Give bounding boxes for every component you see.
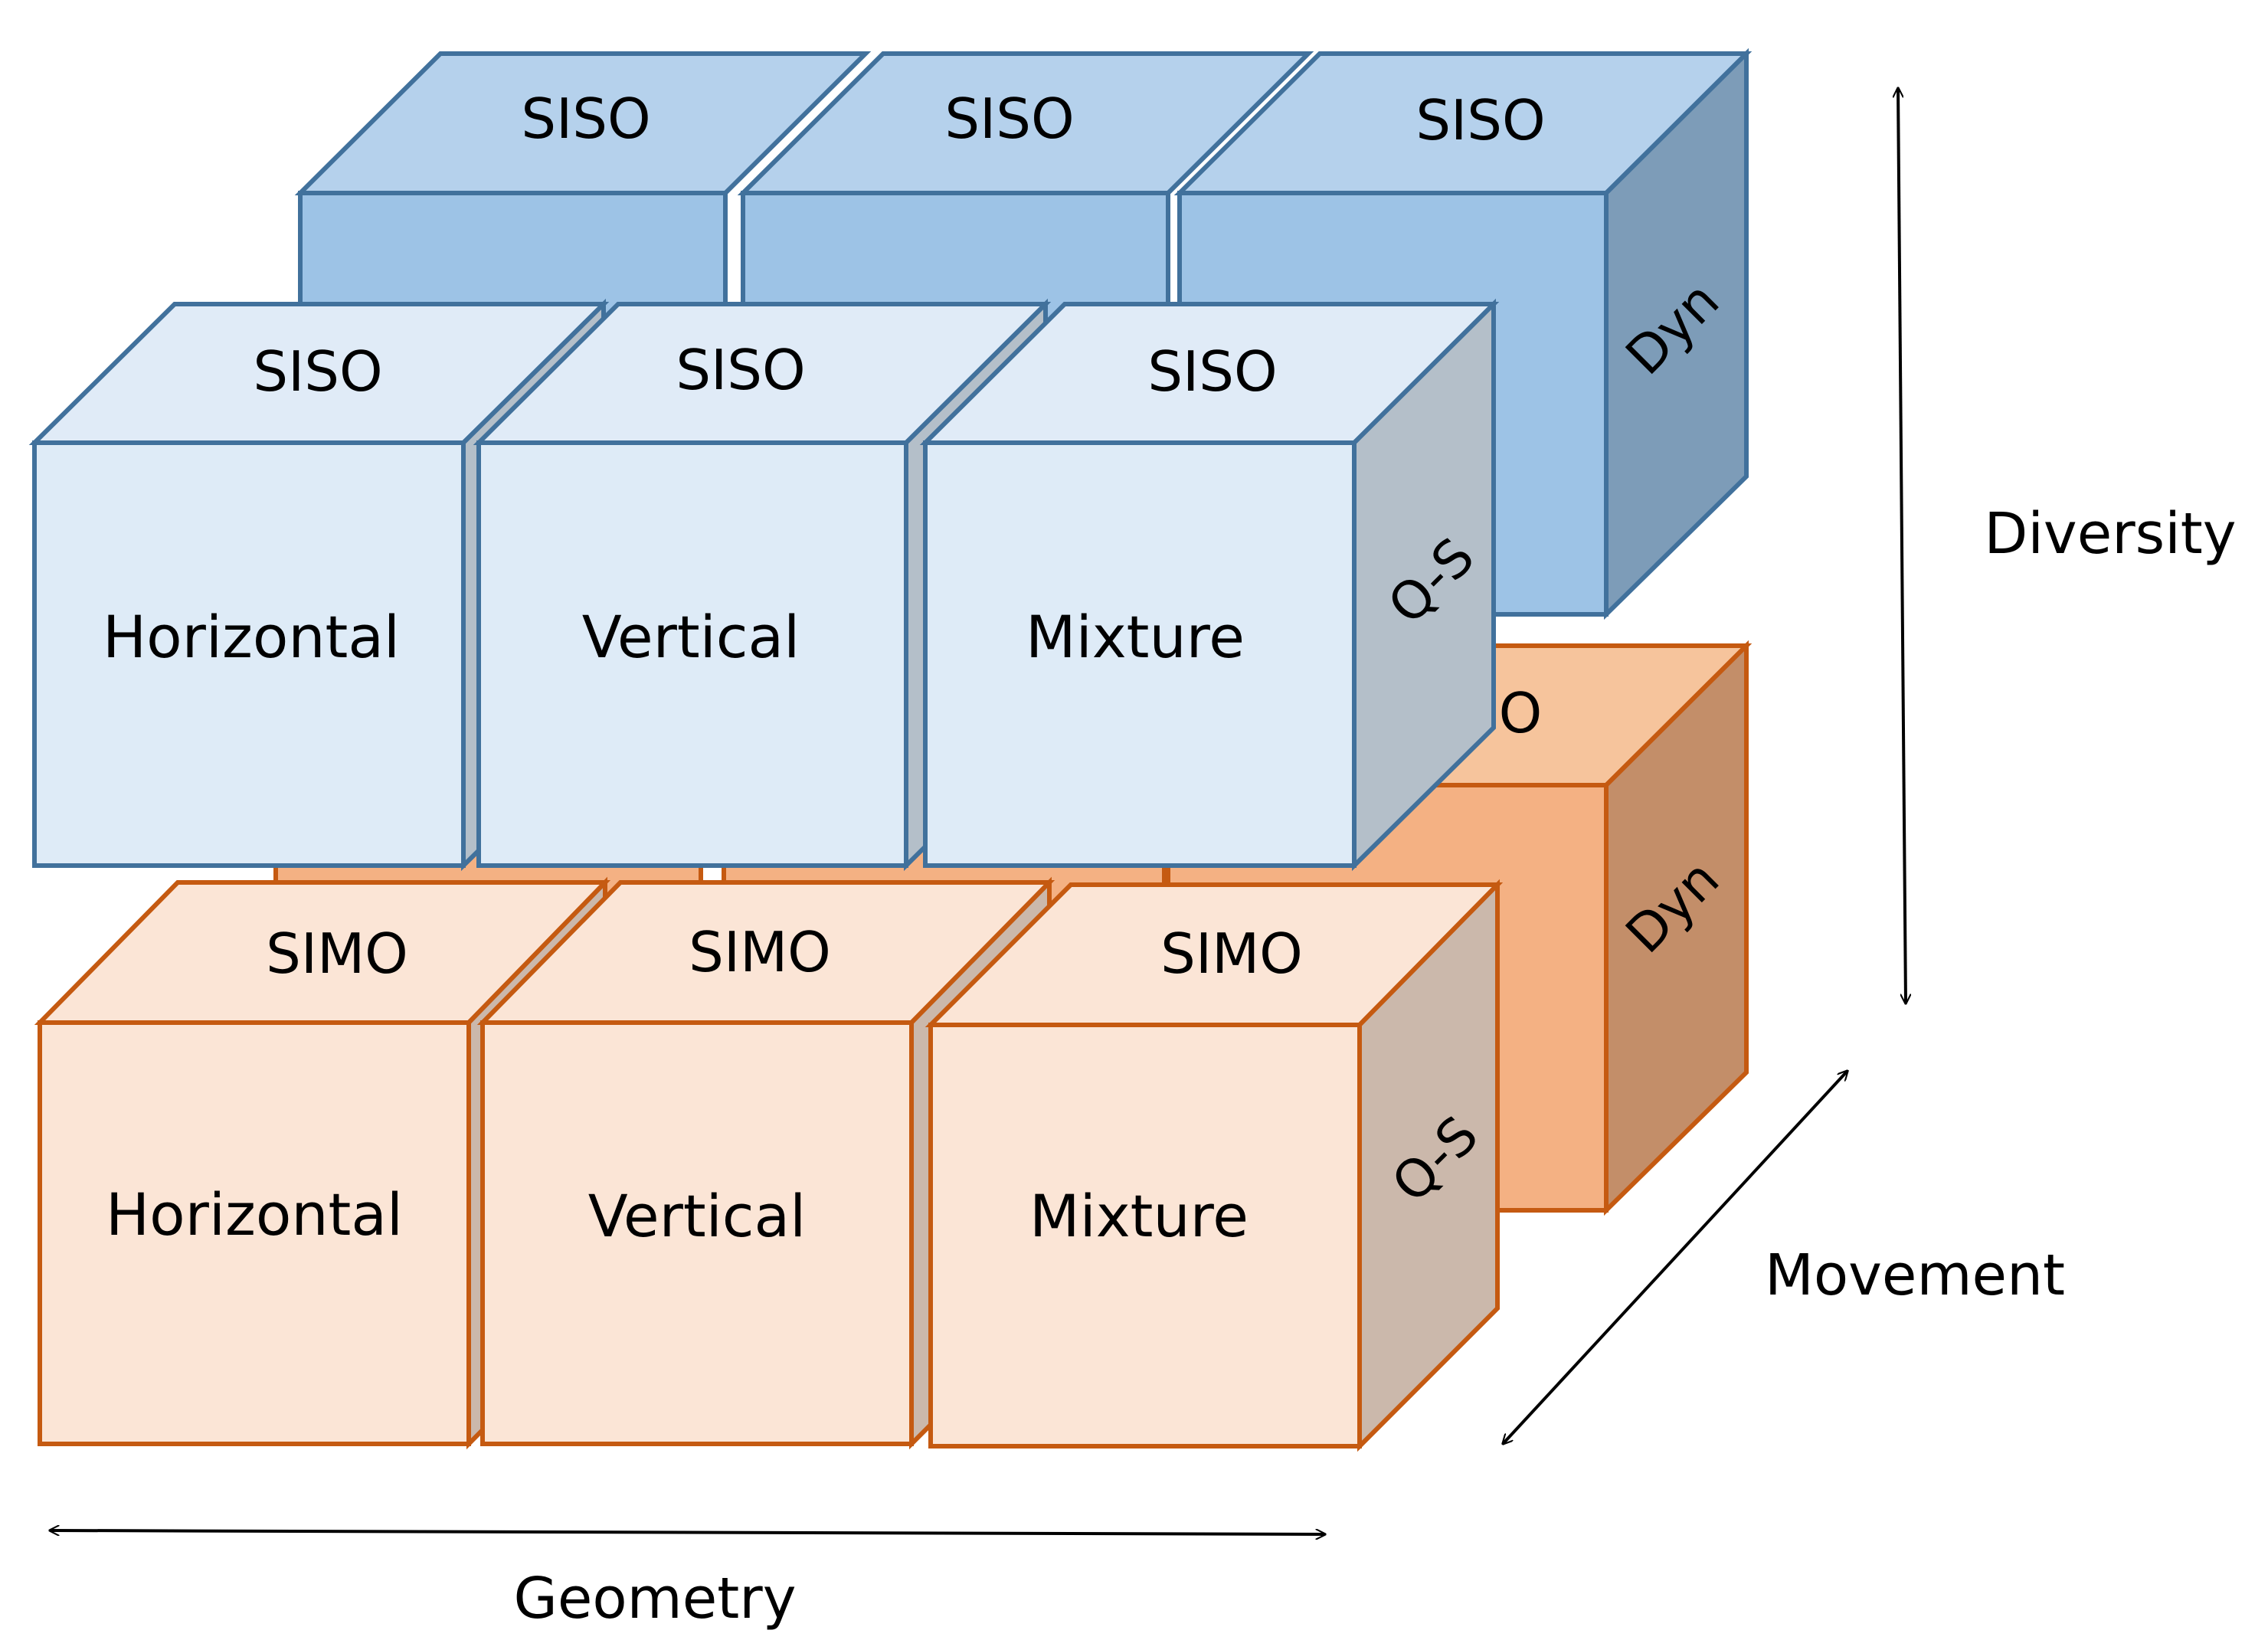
- movement-axis-arrow: [1503, 1071, 1847, 1444]
- siso-dyn-cube-2-top-label: SISO: [944, 87, 1074, 151]
- simo-qs-cube-1-geometry-label: Horizontal: [106, 1180, 403, 1249]
- siso-qs-cube-3-geometry-label: Mixture: [1026, 603, 1245, 671]
- diversity-axis-label: Diversity: [1984, 501, 2236, 567]
- cube-front-face: [476, 440, 908, 868]
- cube-side-face: [1604, 47, 1749, 620]
- geometry-axis-label: Geometry: [514, 1566, 797, 1632]
- cube-front-face: [38, 1020, 471, 1446]
- siso-qs-cube-2-top-label: SISO: [676, 338, 805, 402]
- cube-front-face: [32, 440, 466, 868]
- siso-qs-cube-1-top-label: SISO: [253, 339, 382, 404]
- siso-qs-cube-2-geometry-label: Vertical: [582, 603, 800, 671]
- simo-qs-cube-3: SIMO Mixture Q-S: [925, 879, 1504, 1452]
- siso-dyn-cube-3: SISO: [1173, 47, 1753, 620]
- simo-qs-cube-2-geometry-label: Vertical: [588, 1182, 806, 1250]
- cube-front-face: [923, 440, 1357, 868]
- siso-dyn-cube-3-top-label: SISO: [1415, 88, 1545, 152]
- movement-axis-label: Movement: [1765, 1242, 2065, 1308]
- simo-dyn-partial-label: O: [1499, 681, 1543, 745]
- geometry-axis-arrow: [50, 1530, 1325, 1534]
- siso-qs-cube-1-geometry-label: Horizontal: [103, 603, 400, 671]
- simo-qs-cube-2-top-label: SIMO: [689, 920, 831, 984]
- cube-front-face: [480, 1020, 914, 1446]
- diversity-axis-arrow: [1898, 88, 1906, 1003]
- siso-qs-cube-3: SISO Mixture Q-S: [919, 298, 1500, 872]
- simo-qs-cube-3-geometry-label: Mixture: [1029, 1182, 1249, 1250]
- simo-qs-cube-3-top-label: SIMO: [1160, 921, 1303, 986]
- siso-qs-cube-3-top-label: SISO: [1147, 339, 1277, 404]
- siso-dyn-cube-1-top-label: SISO: [521, 87, 650, 151]
- cube-front-face: [928, 1023, 1362, 1449]
- simo-qs-cube-1-top-label: SIMO: [266, 921, 408, 986]
